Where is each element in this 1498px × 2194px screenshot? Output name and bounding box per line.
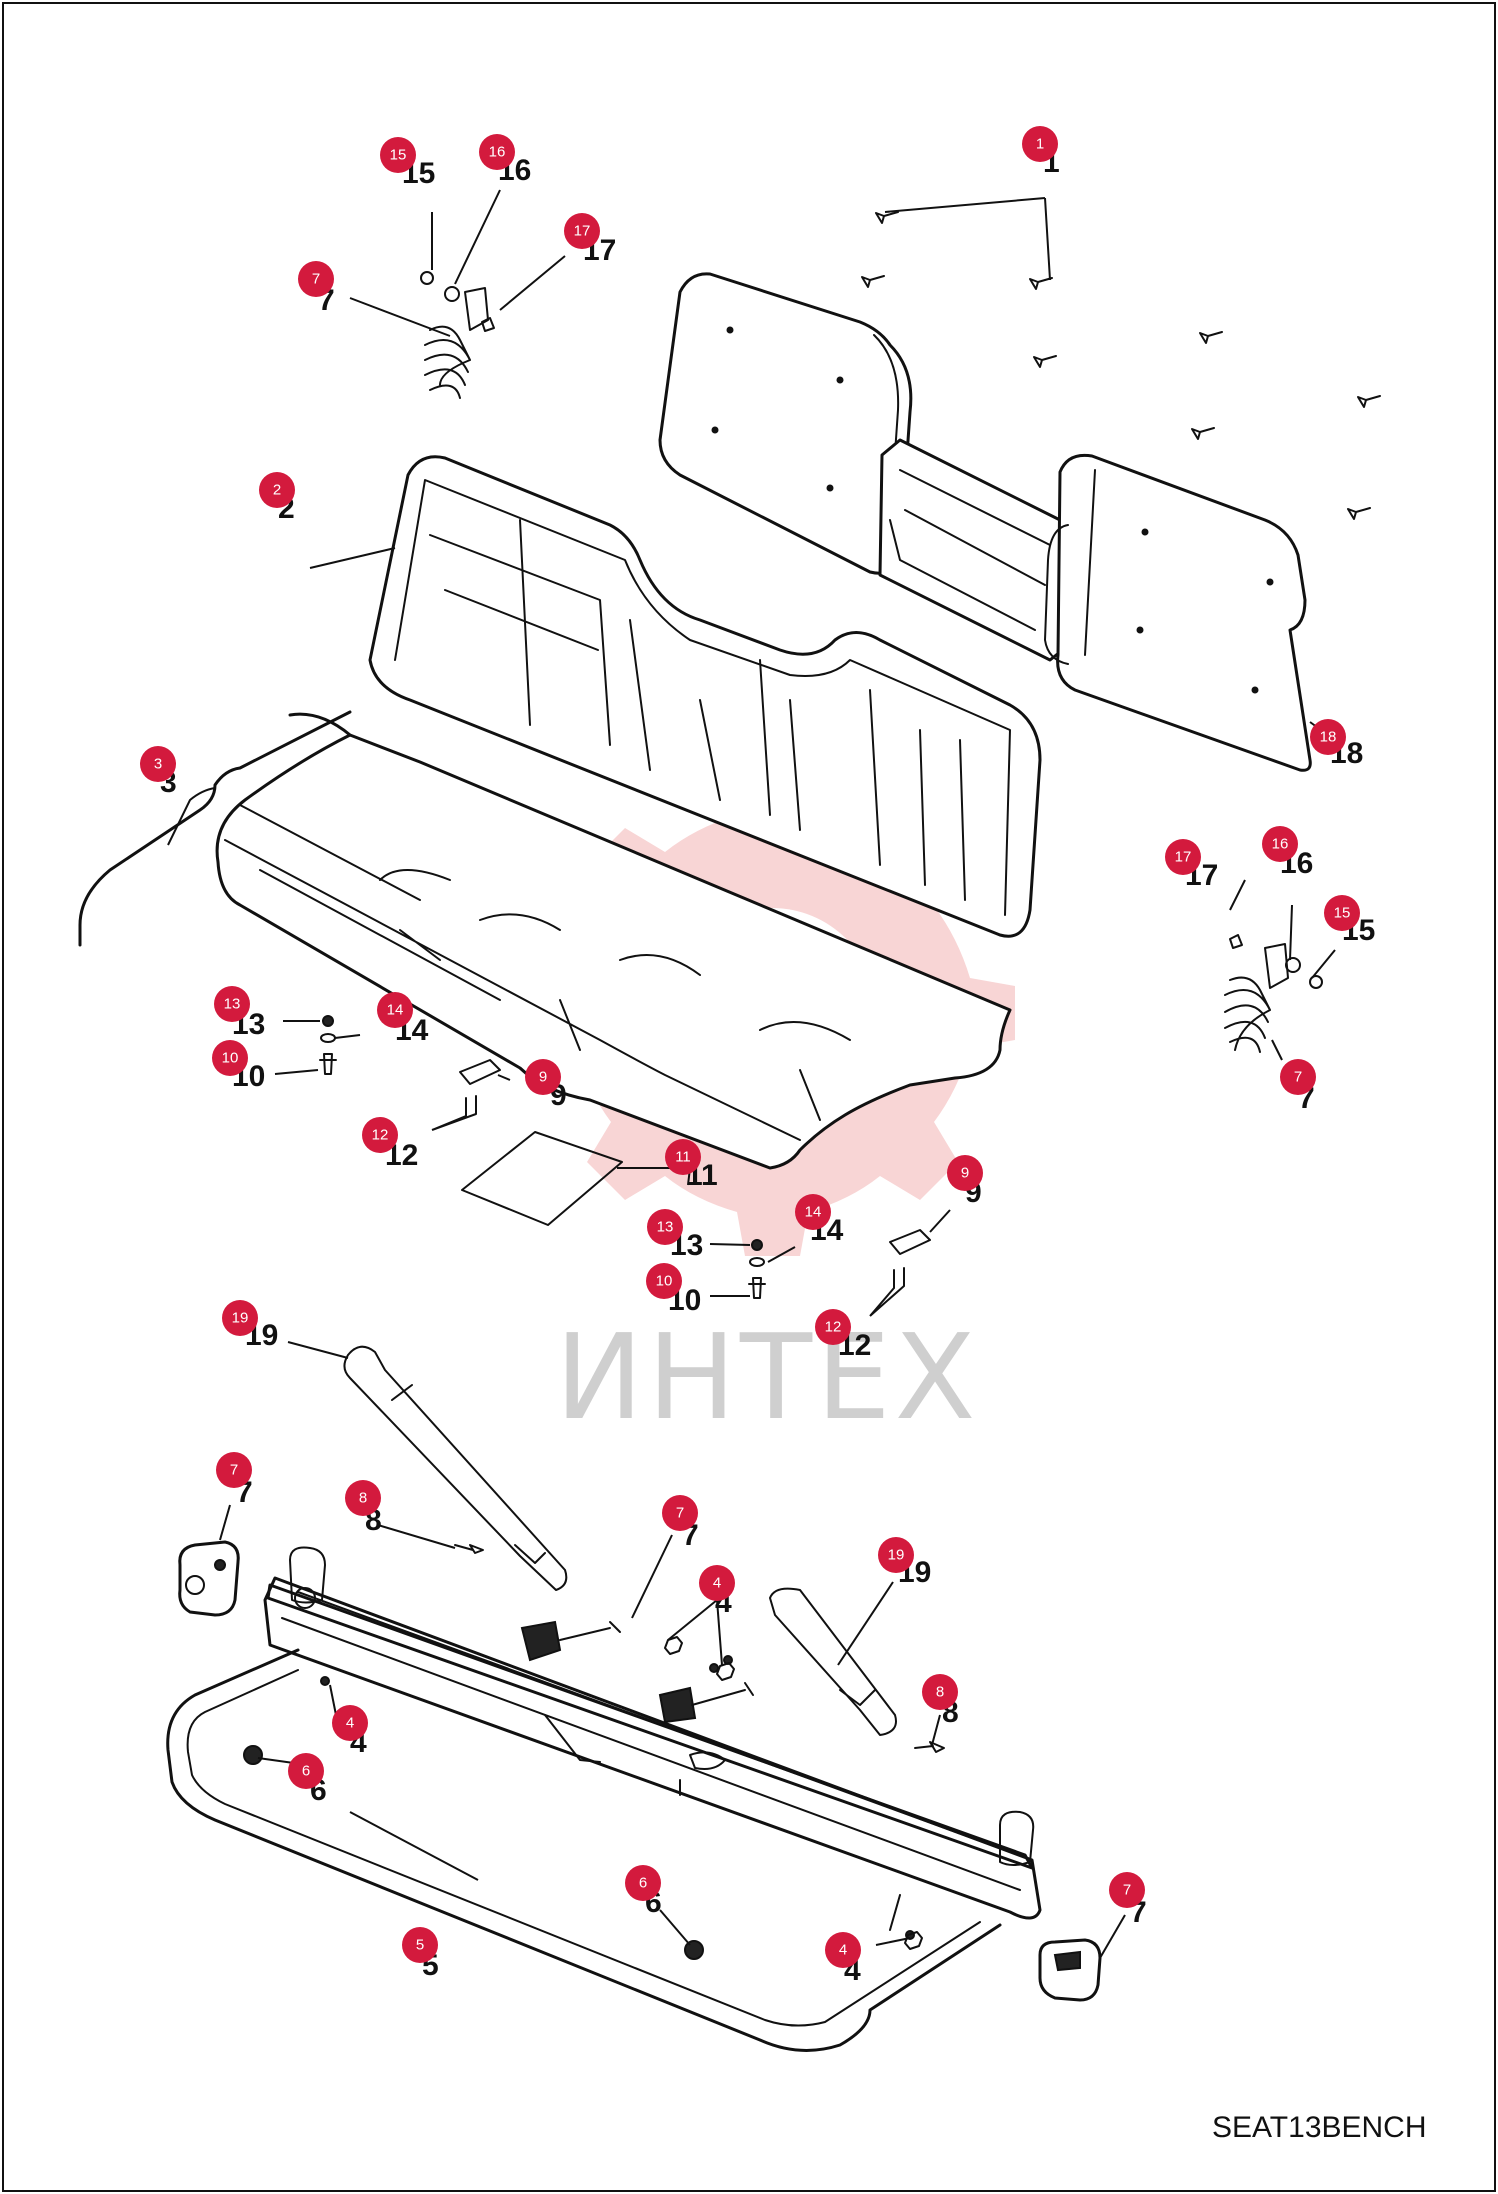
callout-badge: 13 <box>657 1219 674 1236</box>
callout-badge: 17 <box>1175 849 1192 866</box>
leader-lines <box>167 189 1341 1959</box>
callout-16b: 16 16 <box>1262 826 1313 880</box>
callout-7a: 7 7 <box>298 261 335 317</box>
callout-badge: 14 <box>387 1002 404 1019</box>
callout-8b: 8 8 <box>922 1674 959 1729</box>
callout-14a: 14 14 <box>377 992 429 1047</box>
back-cushion <box>368 455 1042 938</box>
callout-badge: 18 <box>1320 729 1337 746</box>
spring-left <box>420 271 495 399</box>
callout-5: 5 5 <box>402 1927 439 1982</box>
callout-badge: 13 <box>224 996 241 1013</box>
callout-badge: 7 <box>676 1505 684 1522</box>
callout-badge: 4 <box>346 1715 354 1732</box>
callout-badge: 17 <box>574 223 591 240</box>
callout-2: 2 2 <box>259 472 295 525</box>
callout-1: 1 1 <box>1022 126 1060 179</box>
callout-badge: 1 <box>1036 136 1044 153</box>
buckle-left <box>520 1620 621 1662</box>
mount-block-right <box>1038 1938 1102 2002</box>
callout-badge: 7 <box>1123 1882 1131 1899</box>
callout-4b: 4 4 <box>332 1705 368 1759</box>
callout-17a: 17 17 <box>564 213 616 267</box>
callout-7d: 7 7 <box>662 1495 699 1552</box>
callout-badge: 19 <box>888 1547 905 1564</box>
callout-badge: 10 <box>656 1273 673 1290</box>
callout-18: 18 18 <box>1310 719 1363 770</box>
callout-badge: 14 <box>805 1204 822 1221</box>
callout-badge: 9 <box>539 1069 547 1086</box>
callout-7e: 7 7 <box>1109 1872 1147 1929</box>
callout-13b: 13 13 <box>647 1209 703 1262</box>
callout-badge: 10 <box>222 1050 239 1067</box>
callout-badge: 12 <box>372 1127 389 1144</box>
callout-4c: 4 4 <box>825 1932 861 1987</box>
callout-badge: 16 <box>489 144 506 161</box>
callout-badge: 7 <box>230 1462 238 1479</box>
seat-belt-right <box>769 1587 897 1736</box>
callout-badge: 5 <box>416 1937 424 1954</box>
spring-right <box>1224 934 1323 1053</box>
callout-badge: 15 <box>390 147 407 164</box>
callout-4a: 4 4 <box>699 1565 735 1619</box>
callout-7c: 7 7 <box>216 1452 253 1509</box>
callout-10a: 10 10 <box>212 1040 265 1093</box>
bolts-8 <box>454 1544 945 1753</box>
callout-9a: 9 9 <box>525 1059 567 1112</box>
buckle-right <box>658 1682 754 1724</box>
callout-9b: 9 9 <box>947 1155 983 1209</box>
callout-badge: 11 <box>675 1149 691 1166</box>
callout-12b: 12 12 <box>815 1309 871 1362</box>
watermark-text: ИНТЕХ <box>555 1308 979 1446</box>
callout-badge: 8 <box>936 1684 944 1701</box>
callout-badge: 6 <box>302 1763 310 1780</box>
callout-15a: 15 15 <box>380 137 435 190</box>
callout-6a: 6 6 <box>288 1753 327 1807</box>
callout-badge: 6 <box>639 1875 647 1892</box>
callout-11: 11 11 <box>665 1139 718 1192</box>
callout-badge: 12 <box>825 1319 842 1336</box>
callout-13a: 13 13 <box>214 986 265 1041</box>
fasteners-right <box>748 1229 931 1299</box>
back-panel-screws <box>861 211 1381 520</box>
callout-badge: 16 <box>1272 836 1289 853</box>
seat-frame <box>166 1546 1042 2052</box>
nuts-4 <box>664 1636 923 1950</box>
callout-3: 3 3 <box>140 746 177 799</box>
callout-19b: 19 19 <box>878 1537 931 1589</box>
seat-label <box>461 1131 623 1226</box>
callout-15b: 15 15 <box>1324 895 1375 947</box>
callout-badge: 7 <box>1294 1069 1302 1086</box>
callout-7b: 7 7 <box>1280 1059 1316 1115</box>
callout-19a: 19 19 <box>222 1300 278 1352</box>
callout-17b: 17 17 <box>1165 839 1218 892</box>
callout-badge: 7 <box>312 271 320 288</box>
mount-block-left <box>178 1540 240 1617</box>
callout-8a: 8 8 <box>345 1480 382 1537</box>
callout-badge: 3 <box>154 756 162 773</box>
callout-14b: 14 14 <box>795 1194 844 1247</box>
seat-belt-left <box>343 1345 568 1591</box>
drawing-code: SEAT13BENCH <box>1212 2111 1427 2144</box>
callout-12a: 12 12 <box>362 1117 418 1172</box>
callout-badge: 9 <box>961 1165 969 1182</box>
callout-badge: 4 <box>713 1575 721 1592</box>
callout-6b: 6 6 <box>625 1865 662 1919</box>
callout-badge: 19 <box>232 1310 249 1327</box>
callout-badge: 2 <box>273 482 281 499</box>
callout-badge: 15 <box>1334 905 1351 922</box>
callout-badge: 4 <box>839 1942 847 1959</box>
callout-badge: 8 <box>359 1490 367 1507</box>
callout-10b: 10 10 <box>646 1263 701 1317</box>
back-panel <box>658 272 1312 772</box>
callout-16a: 16 16 <box>479 134 531 187</box>
